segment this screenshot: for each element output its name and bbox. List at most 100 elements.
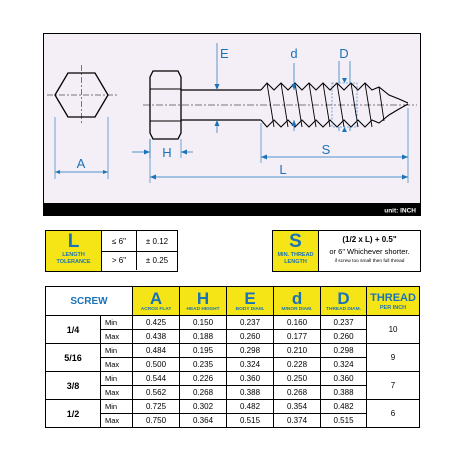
value-cell: 0.260 — [320, 329, 368, 344]
thread-caption: PER INCH — [379, 304, 407, 311]
tolerance-value-2: ± 0.25 — [145, 256, 169, 265]
col-A-letter: A — [149, 288, 163, 308]
thread-header: THREAD — [370, 291, 416, 304]
value-cell: 0.324 — [320, 357, 368, 372]
col-H-letter: H — [196, 288, 210, 308]
screw-size: 3/8 — [45, 371, 101, 400]
tolerance-condition-2: > 6" — [102, 251, 137, 270]
col-d-letter: d — [291, 288, 303, 308]
value-cell: 0.482 — [320, 399, 368, 414]
dimension-d: d — [290, 46, 298, 131]
value-cell: 0.374 — [273, 413, 322, 428]
label-D: D — [339, 46, 348, 61]
value-cell: 0.210 — [273, 343, 322, 358]
thread-length-note: if screw too small then full thread — [334, 259, 405, 264]
value-cell: 0.725 — [132, 399, 181, 414]
value-cell: 0.177 — [273, 329, 322, 344]
value-cell: 0.750 — [132, 413, 181, 428]
thread-length-caption-2: LENGTH — [284, 258, 307, 265]
length-tolerance-box: L LENGTH TOLERANCE ≤ 6" ± 0.12 > 6" ± 0.… — [45, 230, 178, 272]
value-cell: 0.388 — [320, 385, 368, 400]
value-cell: 0.195 — [179, 343, 228, 358]
value-cell: 0.500 — [132, 357, 181, 372]
length-caption-2: TOLERANCE — [56, 258, 91, 265]
dimension-L: L — [149, 139, 408, 183]
col-D-caption: THREAD DIAM. — [326, 306, 361, 312]
min-thread-length-box: S MIN. THREAD LENGTH (1/2 x L) + 0.5" or… — [272, 230, 421, 272]
thread-length-caption-1: MIN. THREAD — [277, 252, 314, 258]
length-tolerance-header: L LENGTH TOLERANCE — [46, 231, 102, 271]
dimension-E: E — [214, 43, 229, 133]
min-label: Min — [99, 371, 134, 386]
value-cell: 0.268 — [273, 385, 322, 400]
max-label: Max — [99, 385, 134, 400]
col-E-caption: BODY DIAM. — [235, 306, 265, 312]
value-cell: 0.388 — [226, 385, 275, 400]
threads-per-inch: 10 — [366, 315, 421, 344]
value-cell: 0.260 — [226, 329, 275, 344]
value-cell: 0.360 — [226, 371, 275, 386]
dimension-S: S — [260, 108, 409, 183]
min-label: Min — [99, 399, 134, 414]
label-S: S — [322, 142, 331, 157]
max-label: Max — [99, 357, 134, 372]
tolerance-condition-1: ≤ 6" — [102, 231, 137, 252]
col-H-caption: HEAD HEIGHT — [186, 306, 220, 312]
value-cell: 0.226 — [179, 371, 228, 386]
screw-header: SCREW — [44, 286, 134, 316]
screw-size: 1/2 — [45, 399, 101, 428]
value-cell: 0.150 — [179, 315, 228, 330]
col-E-letter: E — [244, 288, 256, 308]
threads-per-inch: 6 — [366, 399, 421, 428]
min-label: Min — [99, 315, 134, 330]
max-label: Max — [99, 329, 134, 344]
value-cell: 0.438 — [132, 329, 181, 344]
length-caption-1: LENGTH — [62, 252, 85, 258]
value-cell: 0.515 — [226, 413, 275, 428]
value-cell: 0.268 — [179, 385, 228, 400]
thread-length-alternative: or 6" Whichever shorter. — [329, 247, 410, 256]
value-cell: 0.515 — [320, 413, 368, 428]
value-cell: 0.228 — [273, 357, 322, 372]
thread-length-formula: (1/2 x L) + 0.5" — [342, 235, 397, 244]
screw-size: 5/16 — [45, 343, 101, 372]
value-cell: 0.160 — [273, 315, 322, 330]
col-D-letter: D — [337, 288, 350, 308]
value-cell: 0.188 — [179, 329, 228, 344]
thread-length-header: S MIN. THREAD LENGTH — [273, 231, 319, 271]
label-A: A — [77, 156, 86, 171]
dimension-D: D — [331, 46, 358, 132]
screw-size: 1/4 — [45, 315, 101, 344]
value-cell: 0.250 — [273, 371, 322, 386]
value-cell: 0.298 — [320, 343, 368, 358]
unit-note: unit: INCH — [384, 208, 416, 215]
value-cell: 0.544 — [132, 371, 181, 386]
label-E: E — [220, 46, 229, 61]
screw-side-view — [143, 70, 417, 140]
value-cell: 0.360 — [320, 371, 368, 386]
value-cell: 0.562 — [132, 385, 181, 400]
min-label: Min — [99, 343, 134, 358]
value-cell: 0.235 — [179, 357, 228, 372]
col-A-caption: ACROS FLAT — [140, 306, 172, 312]
value-cell: 0.302 — [179, 399, 228, 414]
threads-per-inch: 9 — [366, 343, 421, 372]
value-cell: 0.364 — [179, 413, 228, 428]
max-label: Max — [99, 413, 134, 428]
col-d-caption: MINOR DIAM. — [281, 306, 313, 312]
threads-per-inch: 7 — [366, 371, 421, 400]
value-cell: 0.298 — [226, 343, 275, 358]
label-L: L — [279, 162, 286, 177]
